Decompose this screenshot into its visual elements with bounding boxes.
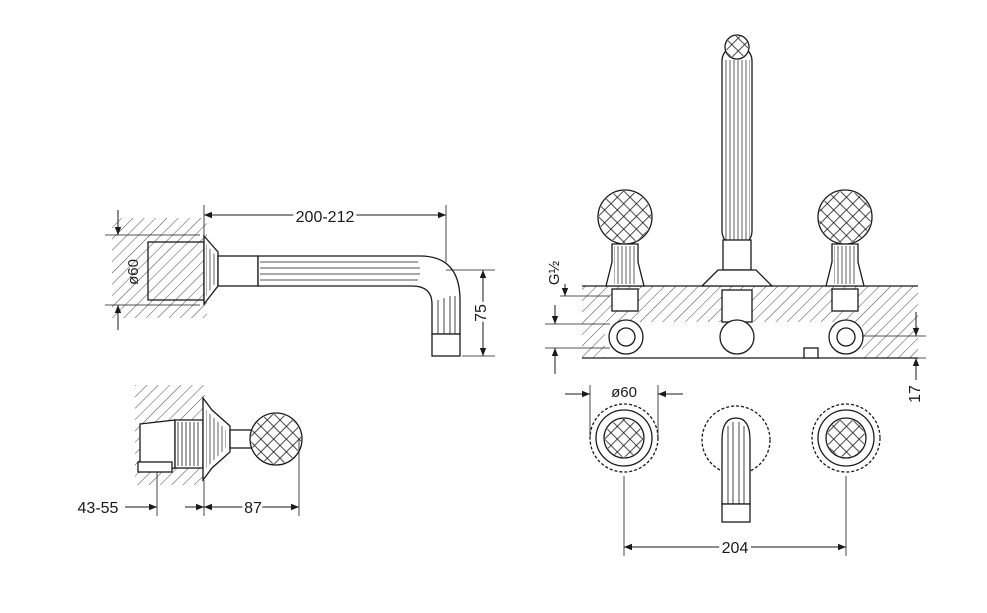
left-rosette	[589, 403, 659, 473]
dim-handle-projection: 87	[244, 500, 262, 517]
spout-side-view: ø60 200-212 75	[105, 205, 495, 357]
shower-holder-top	[701, 405, 771, 523]
front-section-view: G½ 17	[545, 34, 926, 403]
right-rosette	[811, 403, 881, 473]
dim-spout-height: 75	[473, 304, 490, 322]
right-handle	[817, 189, 873, 355]
dim-spout-diameter: ø60	[125, 259, 142, 285]
handle-side-view: 43-55 87	[78, 385, 303, 520]
shower-holder-base	[700, 269, 774, 287]
dim-connection-thread: G½	[546, 260, 563, 285]
top-view: ø60 204	[565, 384, 881, 560]
spout-outlet	[431, 333, 461, 357]
dim-rosette-diameter: ø60	[611, 384, 637, 401]
dim-wall-depth: 43-55	[78, 500, 119, 517]
dim-spout-length: 200-212	[296, 209, 355, 226]
left-handle	[597, 189, 653, 355]
spout-collar	[217, 255, 259, 287]
dim-center-distance: 204	[722, 540, 749, 557]
dim-deck-offset: 17	[907, 385, 924, 403]
center-valve	[719, 289, 755, 355]
